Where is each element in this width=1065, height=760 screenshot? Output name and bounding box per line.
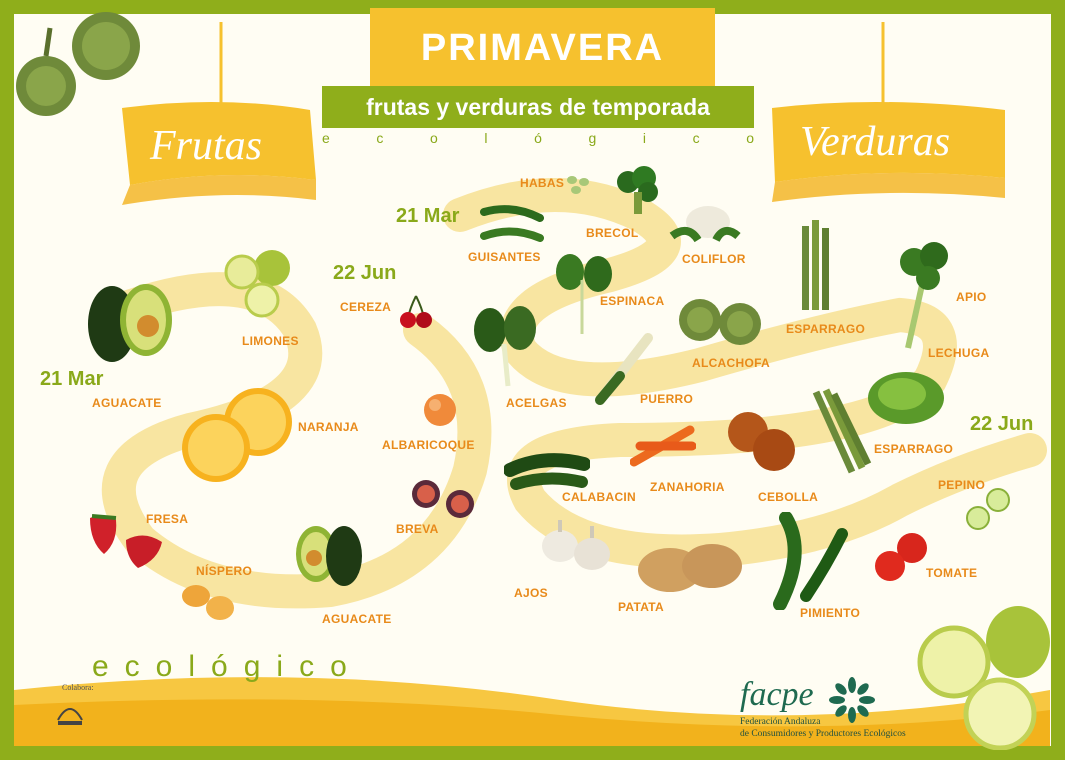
- label-patata: PATATA: [618, 600, 665, 614]
- fig-icon: [412, 480, 474, 518]
- onion-icon: [728, 412, 795, 471]
- artichoke-icon: [16, 12, 140, 116]
- junta-andalucia-logo: [57, 708, 83, 725]
- avocado-icon: [88, 284, 172, 362]
- label-pepino: PEPINO: [938, 478, 986, 492]
- facpe-flower-icon: [829, 677, 875, 723]
- label-apio: APIO: [956, 290, 987, 304]
- label-cereza: CEREZA: [340, 300, 392, 314]
- label-guisantes: GUISANTES: [468, 250, 541, 264]
- lemon-icon: [224, 250, 290, 318]
- lettuce-icon: [868, 372, 944, 424]
- cauliflower-icon: [669, 206, 741, 243]
- label-naranja: NARANJA: [298, 420, 359, 434]
- avocado-icon-2: [296, 526, 362, 586]
- label-breva: BREVA: [396, 522, 439, 536]
- date-fruits-end: 22 Jun: [333, 262, 397, 284]
- label-pimiento: PIMIENTO: [800, 606, 861, 620]
- label-aguacate-2: AGUACATE: [322, 612, 392, 626]
- chard-icon: [474, 306, 536, 387]
- asparagus-icon: [802, 220, 829, 310]
- page-title: PRIMAVERA: [420, 26, 665, 69]
- label-nispero: NÍSPERO: [196, 564, 253, 578]
- loquat-icon: [182, 585, 234, 620]
- lime-icon: [917, 606, 1050, 750]
- tagline-ecologico: e c o l ó g i c o: [322, 130, 754, 146]
- leek-icon: [595, 333, 653, 405]
- label-calabacin: CALABACIN: [562, 490, 637, 504]
- spinach-icon: [556, 254, 612, 334]
- label-albaricoque: ALBARICOQUE: [382, 438, 475, 452]
- date-veg-end: 22 Jun: [970, 413, 1034, 435]
- label-esparrago-2: ESPARRAGO: [874, 442, 954, 456]
- banner-verduras: Verduras: [800, 119, 951, 165]
- peas-icon: [480, 205, 544, 242]
- label-espinaca: ESPINACA: [600, 294, 665, 308]
- asparagus-icon-2: [812, 388, 872, 474]
- broad-bean-icon: [567, 176, 589, 194]
- label-cebolla: CEBOLLA: [758, 490, 819, 504]
- potato-icon: [638, 544, 742, 592]
- apricot-icon: [424, 394, 456, 426]
- page-subtitle: frutas y verduras de temporada: [366, 93, 710, 120]
- zucchini-icon: [504, 453, 590, 490]
- facpe-logo: facpe: [740, 676, 814, 713]
- tomato-icon: [875, 533, 927, 581]
- label-fresa: FRESA: [146, 512, 189, 526]
- carrot-icon: [630, 425, 696, 467]
- label-esparrago: ESPARRAGO: [786, 322, 866, 336]
- label-aguacate: AGUACATE: [92, 396, 162, 410]
- label-habas: HABAS: [520, 176, 565, 190]
- label-ajos: AJOS: [514, 586, 548, 600]
- label-alcachofa: ALCACHOFA: [692, 356, 771, 370]
- label-coliflor: COLIFLOR: [682, 252, 746, 266]
- label-brecol: BRECOL: [586, 226, 639, 240]
- garlic-icon: [542, 520, 610, 570]
- label-zanahoria: ZANAHORIA: [650, 480, 725, 494]
- label-puerro: PUERRO: [640, 392, 694, 406]
- artichoke-icon-2: [679, 299, 761, 345]
- title-banner: PRIMAVERA: [370, 8, 715, 88]
- label-lechuga: LECHUGA: [928, 346, 990, 360]
- cherry-icon: [400, 295, 432, 328]
- label-limones: LIMONES: [242, 334, 299, 348]
- pepper-icon: [773, 512, 848, 610]
- banner-frutas: Frutas: [150, 123, 263, 169]
- collaborator-label: Colabora:: [62, 683, 94, 692]
- cucumber-icon: [966, 488, 1010, 530]
- subtitle-banner: frutas y verduras de temporada: [322, 86, 754, 128]
- date-veg-start: 21 Mar: [396, 205, 460, 227]
- celery-icon: [900, 242, 948, 349]
- footer-ecologico: ecológico: [92, 650, 363, 683]
- orange-icon: [182, 388, 292, 482]
- broccoli-icon: [617, 166, 658, 214]
- label-tomate: TOMATE: [926, 566, 978, 580]
- date-fruits-start: 21 Mar: [40, 368, 104, 390]
- label-acelgas: ACELGAS: [506, 396, 567, 410]
- strawberry-icon: [90, 514, 162, 568]
- facpe-org-name: Federación Andaluza de Consumidores y Pr…: [740, 717, 906, 739]
